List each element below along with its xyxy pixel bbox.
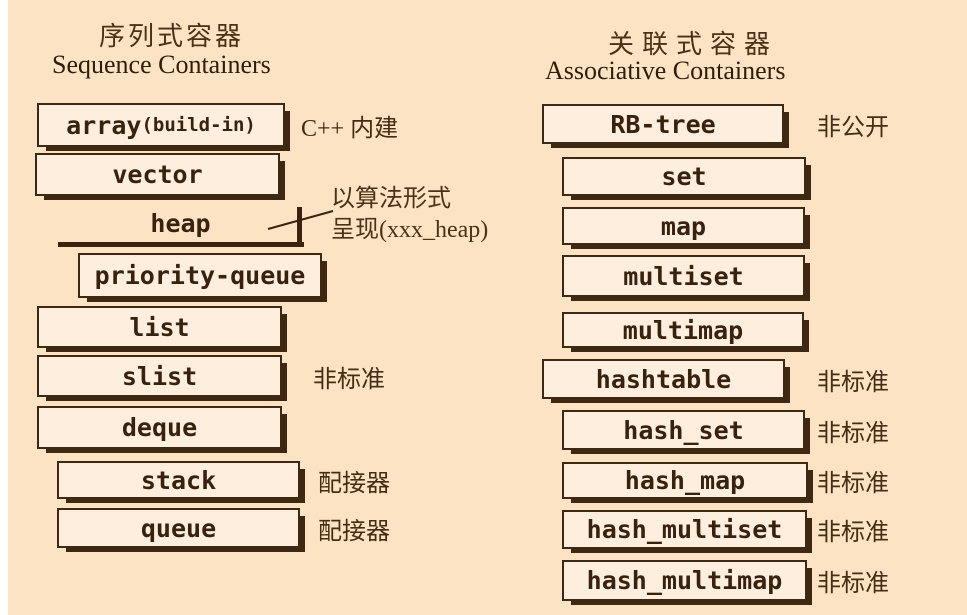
box-stack: stack [57,461,300,499]
box-slist-label: slist [121,361,198,391]
box-hash-multimap-label: hash_multimap [586,566,783,595]
box-map: map [562,207,805,245]
note-stack: 配接器 [318,470,390,497]
box-queue-label: queue [140,513,217,543]
heap-underline [58,242,304,247]
box-multimap-label: multimap [622,315,744,345]
box-multiset-label: multiset [623,261,744,291]
box-hash-map-label: hash_map [624,466,746,495]
box-list: list [37,306,282,348]
box-deque: deque [37,406,282,449]
box-hash-multiset: hash_multiset [562,510,807,549]
note-array: C++ 内建 [301,115,399,142]
note-hash-multiset: 非标准 [817,520,889,546]
note-hash-multimap: 非标准 [817,571,889,597]
heap-label: heap [150,208,211,238]
box-vector: vector [35,153,280,196]
box-hashtable: hashtable [542,359,785,399]
box-slist: slist [37,355,282,397]
box-hash-set-label: hash_set [623,415,744,445]
box-hash-multimap: hash_multimap [562,560,807,601]
note-hash-map: 非标准 [817,471,889,497]
box-multimap: multimap [562,312,804,348]
box-rb-tree: RB-tree [542,104,784,144]
box-rb-tree-label: RB-tree [610,109,716,139]
box-vector-label: vector [112,160,203,189]
box-set: set [562,157,806,196]
box-map-label: map [660,211,707,241]
box-multiset: multiset [562,255,805,297]
note-rb-tree: 非公开 [817,114,889,141]
box-hash-set: hash_set [562,410,805,450]
associative-title-en: Associative Containers [545,56,786,85]
heap-callout-line2: 呈现(xxx_heap) [331,217,489,243]
box-hash-map: hash_map [562,462,808,499]
heap-right-bracket [297,207,302,242]
note-hash-set: 非标准 [817,420,889,447]
box-priority-queue-label: priority-queue [94,261,306,290]
box-hash-multiset-label: hash_multiset [586,515,783,544]
box-queue: queue [57,508,300,548]
associative-title-zh: 关联式容器 [608,30,779,59]
heap-callout-text: 以算法形式 呈现(xxx_heap) [331,184,488,246]
note-hashtable: 非标准 [817,369,889,396]
box-set-label: set [661,162,707,191]
box-array: array(build-in) [37,103,285,147]
box-array-label: array [66,110,142,140]
box-list-label: list [129,312,190,342]
note-slist: 非标准 [313,366,385,393]
box-stack-label: stack [140,465,217,495]
scan-white-edge [0,0,8,615]
note-queue: 配接器 [318,518,390,545]
sequence-title-en: Sequence Containers [52,50,271,79]
sequence-title-zh: 序列式容器 [99,22,245,51]
box-priority-queue: priority-queue [78,253,322,298]
heap-callout-line1: 以算法形式 [331,186,451,212]
box-hashtable-label: hashtable [595,364,732,394]
box-deque-label: deque [121,413,198,442]
box-array-suffix: (build-in) [141,114,256,136]
